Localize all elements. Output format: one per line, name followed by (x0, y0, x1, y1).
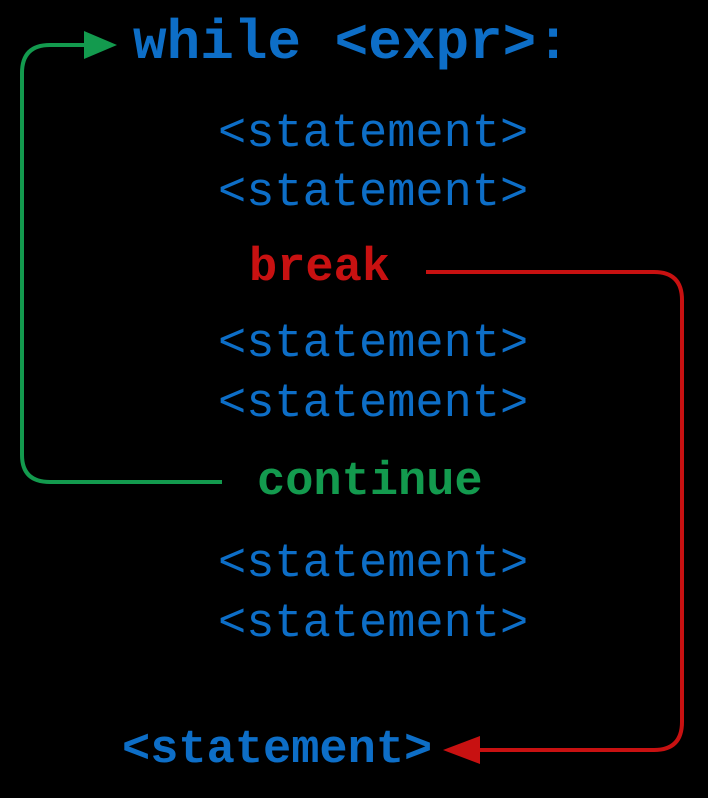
statement-line-1: <statement> (218, 108, 529, 161)
statement-line-4: <statement> (218, 378, 529, 431)
continue-loop-line (20, 43, 222, 484)
break-keyword: break (249, 242, 391, 295)
continue-arrowhead-icon (84, 31, 117, 59)
continue-loop-arrow (20, 31, 222, 484)
after-loop-statement-line: <statement> (122, 724, 433, 777)
statement-line-6: <statement> (218, 598, 529, 651)
statement-line-3: <statement> (218, 318, 529, 371)
break-arrowhead-icon (443, 736, 480, 764)
break-exit-line (426, 270, 684, 752)
while-expr-line: while <expr>: (133, 11, 570, 75)
statement-line-5: <statement> (218, 538, 529, 591)
statement-line-2: <statement> (218, 167, 529, 220)
continue-keyword: continue (257, 456, 483, 509)
break-exit-arrow (426, 270, 684, 764)
